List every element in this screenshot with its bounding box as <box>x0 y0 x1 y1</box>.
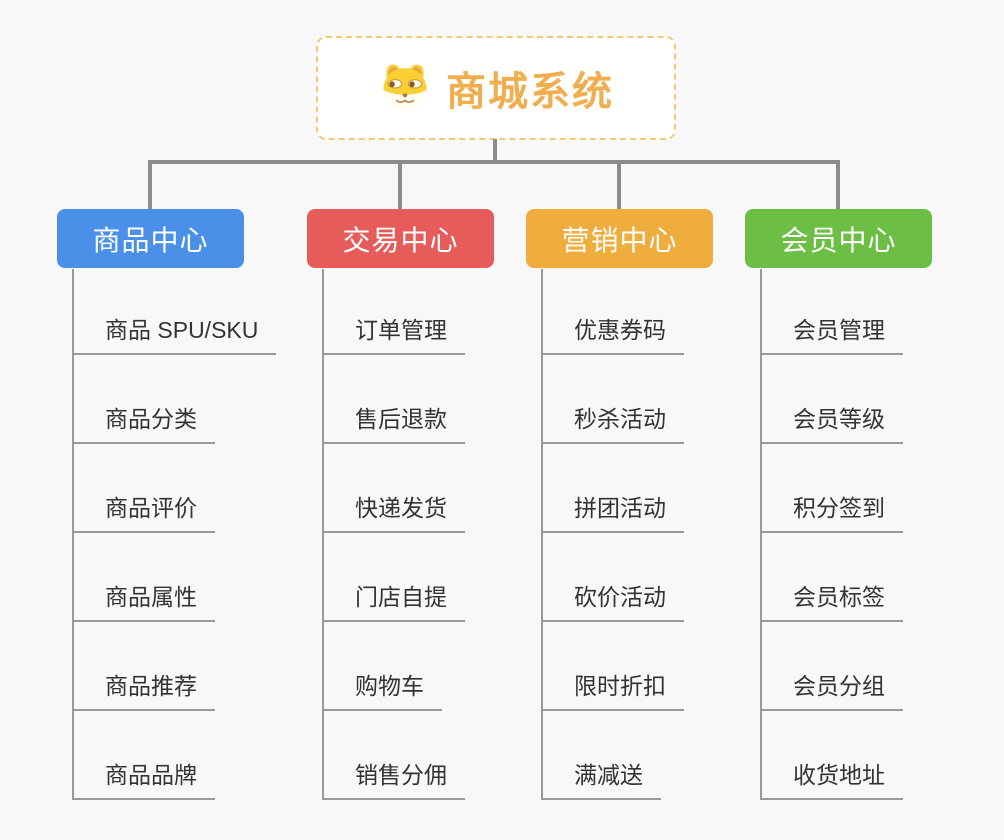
child-node[interactable]: 售后退款 <box>322 355 465 444</box>
root-connector-line <box>493 139 497 162</box>
child-node[interactable]: 积分签到 <box>760 444 903 533</box>
branch-node-marketing[interactable]: 营销中心 <box>526 209 713 268</box>
child-node[interactable]: 门店自提 <box>322 533 465 622</box>
branch-children-marketing: 优惠券码 秒杀活动 拼团活动 砍价活动 限时折扣 满减送 <box>541 266 684 800</box>
child-node[interactable]: 秒杀活动 <box>541 355 684 444</box>
branch-drop-line <box>148 162 152 210</box>
child-node[interactable]: 会员分组 <box>760 622 903 711</box>
child-node[interactable]: 收货地址 <box>760 711 903 800</box>
child-node[interactable]: 商品分类 <box>72 355 215 444</box>
child-node[interactable]: 销售分佣 <box>322 711 465 800</box>
branch-node-trade[interactable]: 交易中心 <box>307 209 494 268</box>
root-node[interactable]: 商城系统 <box>316 36 676 140</box>
child-node[interactable]: 限时折扣 <box>541 622 684 711</box>
child-node[interactable]: 会员管理 <box>760 266 903 355</box>
child-node[interactable]: 优惠券码 <box>541 266 684 355</box>
branch-drop-line <box>398 162 402 210</box>
child-node[interactable]: 订单管理 <box>322 266 465 355</box>
child-node[interactable]: 商品品牌 <box>72 711 215 800</box>
branch-children-member: 会员管理 会员等级 积分签到 会员标签 会员分组 收货地址 <box>760 266 903 800</box>
branch-drop-line <box>836 162 840 210</box>
branch-children-product: 商品 SPU/SKU 商品分类 商品评价 商品属性 商品推荐 商品品牌 <box>72 266 277 800</box>
child-node[interactable]: 快递发货 <box>322 444 465 533</box>
child-node[interactable]: 购物车 <box>322 622 442 711</box>
doge-icon <box>383 64 427 112</box>
child-node[interactable]: 会员标签 <box>760 533 903 622</box>
branch-drop-line <box>617 162 621 210</box>
child-node[interactable]: 满减送 <box>541 711 661 800</box>
child-node[interactable]: 砍价活动 <box>541 533 684 622</box>
child-node[interactable]: 商品推荐 <box>72 622 215 711</box>
branch-bus-line <box>148 160 840 164</box>
child-node[interactable]: 商品属性 <box>72 533 215 622</box>
branch-node-product[interactable]: 商品中心 <box>57 209 244 268</box>
root-label: 商城系统 <box>446 70 614 114</box>
child-node[interactable]: 拼团活动 <box>541 444 684 533</box>
branch-node-member[interactable]: 会员中心 <box>745 209 932 268</box>
child-node[interactable]: 商品 SPU/SKU <box>72 266 277 355</box>
branch-children-trade: 订单管理 售后退款 快递发货 门店自提 购物车 销售分佣 <box>322 266 465 800</box>
child-node[interactable]: 商品评价 <box>72 444 215 533</box>
child-node[interactable]: 会员等级 <box>760 355 903 444</box>
